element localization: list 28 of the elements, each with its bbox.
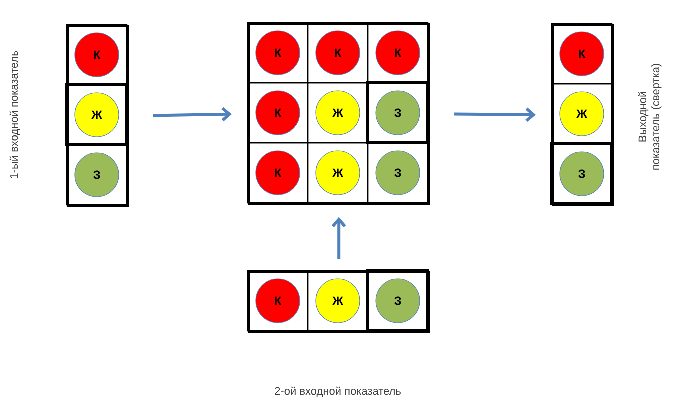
signal-cell: З xyxy=(366,270,430,332)
signal-cell: Ж xyxy=(307,270,369,332)
axis-label: 1-ый входной показатель xyxy=(10,51,20,178)
signal-cell: К xyxy=(247,82,309,144)
arrow xyxy=(332,217,346,259)
signal-cell: З xyxy=(66,144,128,206)
cell-group xyxy=(248,23,430,206)
arrow xyxy=(454,108,536,122)
signal-cell: Ж xyxy=(66,84,128,146)
cell-group xyxy=(67,25,130,208)
axis-label: Выходной показатель (свертка) xyxy=(638,64,662,170)
signal-cell: Ж xyxy=(307,142,369,204)
signal-cell: К xyxy=(66,24,128,86)
signal-cell: Ж xyxy=(551,83,613,145)
cell-group xyxy=(552,24,614,206)
signal-cell: К xyxy=(367,22,429,84)
signal-cell: К xyxy=(551,23,613,85)
signal-cell: К xyxy=(247,22,309,84)
signal-cell: З xyxy=(367,142,429,204)
signal-cell: К xyxy=(247,270,309,332)
cell-group xyxy=(248,270,430,334)
signal-cell: З xyxy=(550,142,614,206)
signal-cell: К xyxy=(307,22,369,84)
signal-cell: Ж xyxy=(307,82,369,144)
signal-cell: К xyxy=(247,142,309,204)
axis-label: 2-ой входной показатель xyxy=(275,386,401,398)
arrow xyxy=(153,107,232,122)
signal-cell: З xyxy=(366,82,430,144)
